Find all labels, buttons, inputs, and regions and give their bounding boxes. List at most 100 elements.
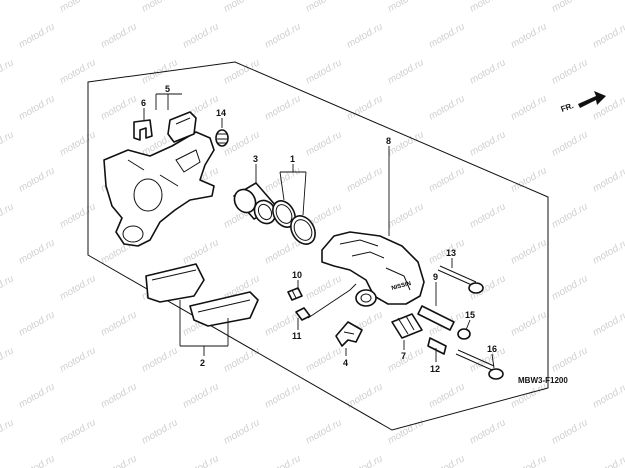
watermark-text: motod.ru [509,237,549,266]
callout-2: 2 [200,358,205,368]
brake-pads [145,263,259,327]
watermark-text: motod.ru [99,453,139,468]
watermark-text: motod.ru [99,21,139,50]
watermark-text: motod.ru [509,309,549,338]
watermark-text: motod.ru [427,21,467,50]
watermark-text: motod.ru [222,345,262,374]
svg-text:FR.: FR. [560,101,575,114]
bleeder-cap [215,129,229,147]
callout-11: 11 [292,331,302,341]
watermark-text: motod.ru [58,201,98,230]
watermark-text: motod.ru [0,273,16,302]
sleeve-boot [427,337,447,355]
leader-lines [143,93,495,369]
callout-7: 7 [401,351,406,361]
pin-boot [457,328,471,340]
watermark-text: motod.ru [386,0,426,15]
watermark-text: motod.ru [509,381,549,410]
watermark-text: motod.ru [591,381,625,410]
watermark-text: motod.ru [468,201,508,230]
watermark-text: motod.ru [427,165,467,194]
watermark-text: motod.ru [468,0,508,15]
callout-1: 1 [290,154,295,164]
watermark-text: motod.ru [550,57,590,86]
watermark-text: motod.ru [304,57,344,86]
watermark-text: motod.ru [386,201,426,230]
watermark-text: motod.ru [591,21,625,50]
callout-8: 8 [386,136,391,146]
watermark-text: motod.ru [386,345,426,374]
watermark-text: motod.ru [222,417,262,446]
watermark-text: motod.ru [181,381,221,410]
watermark-text: motod.ru [222,57,262,86]
watermark-text: motod.ru [509,165,549,194]
slide-pin [417,305,455,331]
watermark-text: motod.ru [468,417,508,446]
watermark-text: motod.ru [427,93,467,122]
watermark-text: motod.ru [0,0,16,15]
watermark-text: motod.ru [304,417,344,446]
watermark-text: motod.ru [550,129,590,158]
watermark-text: motod.ru [427,453,467,468]
watermark-text: motod.ru [550,0,590,15]
watermark-text: motod.ru [17,237,57,266]
callout-13: 13 [446,248,456,258]
watermark-text: motod.ru [58,0,98,15]
watermark-text: motod.ru [509,453,549,468]
callout-6: 6 [141,98,146,108]
watermark-text: motod.ru [0,57,16,86]
watermark-text: motod.ru [58,273,98,302]
watermark-text: motod.ru [386,129,426,158]
callout-9: 9 [433,272,438,282]
watermark-text: motod.ru [304,0,344,15]
watermark-text: motod.ru [181,21,221,50]
watermark-text: motod.ru [591,453,625,468]
watermark-text: motod.ru [17,381,57,410]
watermark-text: motod.ru [99,93,139,122]
watermark-text: motod.ru [140,417,180,446]
watermark-text: motod.ru [140,0,180,15]
watermark-text: motod.ru [263,21,303,50]
caliper-body: NISSIN [321,231,425,307]
watermark-text: motod.ru [386,57,426,86]
watermark-text: motod.ru [140,345,180,374]
watermark-text: motod.ru [17,309,57,338]
watermark-text: motod.ru [386,417,426,446]
watermark-text: motod.ru [17,21,57,50]
piston-seals [272,200,316,245]
callout-3: 3 [253,154,258,164]
watermark-text: motod.ru [181,237,221,266]
pad-clip [133,119,153,141]
callout-10: 10 [292,270,302,280]
caliper-bracket [103,111,215,247]
watermark-text: motod.ru [550,417,590,446]
watermark-text: motod.ru [263,453,303,468]
assembly-outline [87,61,549,431]
watermark-text: motod.ru [263,237,303,266]
bleeder-screw [287,287,311,321]
pad-spring [335,321,363,347]
pin-bolt-upper [437,265,484,294]
callout-16: 16 [487,344,497,354]
callout-15: 15 [465,310,475,320]
watermark-text: motod.ru [0,417,16,446]
caliper-brand-mark: NISSIN [391,281,412,292]
callout-5: 5 [165,84,170,94]
watermark-text: motod.ru [99,381,139,410]
watermark-text: motod.ru [550,345,590,374]
watermark-text: motod.ru [17,165,57,194]
watermark-text: motod.ru [468,129,508,158]
front-arrow-icon [578,91,606,108]
watermark-text: motod.ru [263,381,303,410]
watermark-text: motod.ru [591,309,625,338]
front-direction-indicator: FR. [560,91,606,114]
watermark-text: motod.ru [427,381,467,410]
watermark-text: motod.ru [17,93,57,122]
watermark-text: motod.ru [591,237,625,266]
watermark-text: motod.ru [345,453,385,468]
watermark-text: motod.ru [58,129,98,158]
watermark-text: motod.ru [99,309,139,338]
watermark-text: motod.ru [468,57,508,86]
watermark-text: motod.ru [591,165,625,194]
